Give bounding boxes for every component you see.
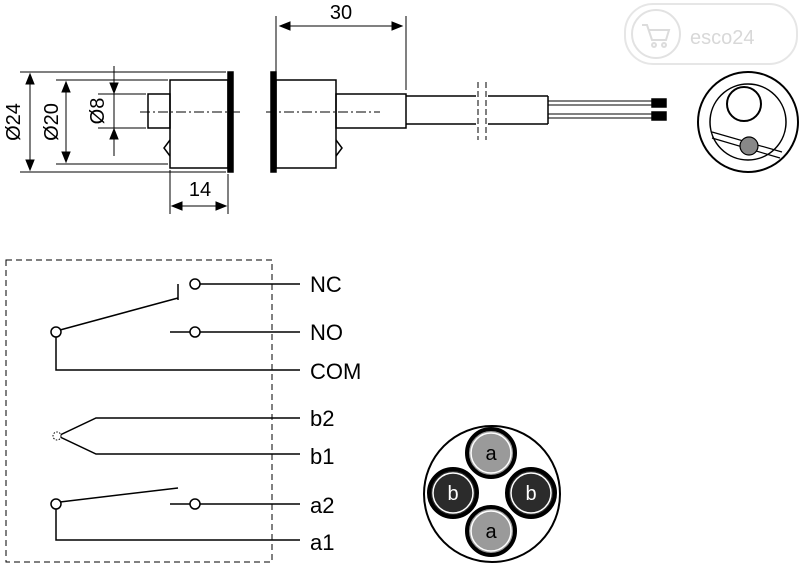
dimension-14-label: 14: [189, 179, 211, 201]
switch-tube: [335, 93, 407, 129]
switch-body: [266, 71, 667, 173]
watermark-badge: [631, 9, 681, 59]
wire-tip-1: [651, 98, 667, 108]
end-view: [697, 71, 799, 173]
dimension-14: [169, 170, 229, 214]
terminal-a2-label: a2: [310, 493, 334, 518]
terminal-b2-label: b2: [310, 406, 334, 431]
com-terminal-point: [50, 326, 62, 338]
core-b-left-label: b: [447, 483, 458, 505]
core-b-right-label: b: [525, 483, 536, 505]
tamper-wire: [56, 417, 300, 455]
magnet-clip: [163, 139, 171, 157]
terminal-no-label: NO: [310, 320, 343, 345]
changeover-blade: [59, 297, 179, 331]
magnet-flange: [227, 71, 234, 173]
a1-line: [55, 509, 300, 541]
core-b-left: [427, 467, 479, 519]
no-contact-blade: [59, 487, 179, 503]
com-line: [55, 337, 300, 371]
core-a-top: [465, 427, 517, 479]
dimension-30-label: 30: [330, 2, 352, 24]
no-contact: [50, 487, 300, 541]
nc-terminal-point: [189, 278, 201, 290]
housing-boundary: [5, 259, 273, 563]
dimension-diameters: [20, 66, 226, 173]
core-a-bottom: [465, 505, 517, 557]
tamper-junction: [52, 431, 62, 441]
dimension-d8-label: Ø8: [87, 98, 109, 125]
core-b-right-ring: [510, 472, 552, 514]
core-a-top-ring: [470, 432, 512, 474]
a1-terminal-point: [50, 498, 62, 510]
watermark-outline: [624, 3, 798, 65]
dimension-d24-label: Ø24: [3, 103, 25, 141]
terminal-com-label: COM: [310, 359, 361, 384]
magnet-housing: [169, 79, 229, 169]
watermark: esco24: [624, 3, 798, 65]
no-terminal-point: [189, 326, 201, 338]
shopping-cart-icon: [642, 24, 671, 48]
core-a-bottom-ring: [470, 510, 512, 552]
wiring-schematic: [5, 259, 300, 563]
core-a-top-label: a: [485, 443, 497, 465]
cable-sheath: [423, 425, 561, 563]
wire-tip-2: [651, 111, 667, 121]
tamper-loop: [52, 417, 300, 455]
watermark-text: esco24: [690, 27, 755, 49]
changeover-contact: [50, 278, 300, 371]
terminal-a1-label: a1: [310, 530, 334, 555]
terminal-b1-label: b1: [310, 444, 334, 469]
core-a-bottom-label: a: [485, 521, 497, 543]
dimension-d20-label: Ø20: [41, 103, 63, 141]
core-b-left-ring: [432, 472, 474, 514]
a2-terminal-point: [189, 498, 201, 510]
magnet-pin: [147, 93, 171, 129]
switch-housing: [275, 79, 337, 169]
dimension-30: [275, 16, 407, 90]
cable-cross-section: a b b a: [423, 425, 561, 563]
switch-clip: [335, 139, 343, 157]
terminal-nc-label: NC: [310, 272, 342, 297]
magnet-body: [140, 71, 240, 173]
core-b-right: [505, 467, 557, 519]
mechanical-drawing: [20, 16, 799, 214]
